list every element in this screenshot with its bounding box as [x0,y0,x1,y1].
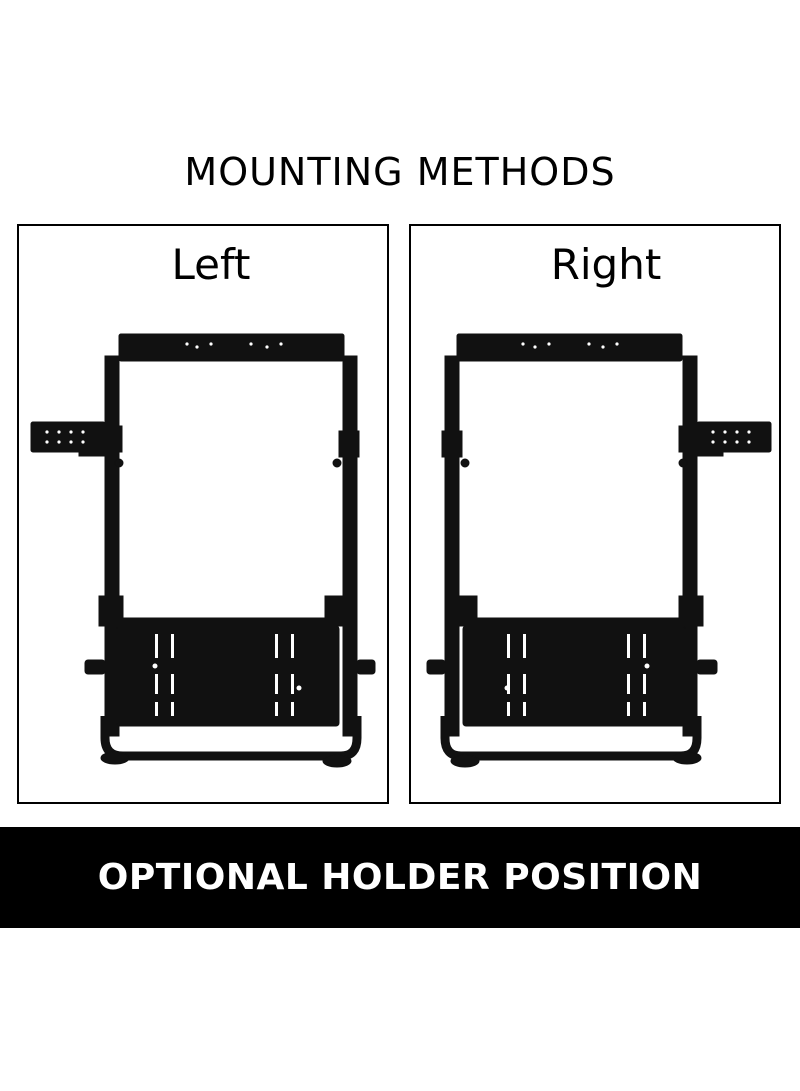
left-mount-panel: Left [17,224,389,804]
bottom-banner: OPTIONAL HOLDER POSITION [0,827,800,928]
left-mount-label: Left [171,240,251,289]
banner-text: OPTIONAL HOLDER POSITION [97,857,703,898]
page-title: MOUNTING METHODS [184,150,616,194]
right-mount-label: Right [550,240,662,289]
wheel-stand-left-mount-image [30,333,376,768]
wheel-stand-right-mount-image [426,333,772,768]
right-mount-panel: Right [409,224,781,804]
